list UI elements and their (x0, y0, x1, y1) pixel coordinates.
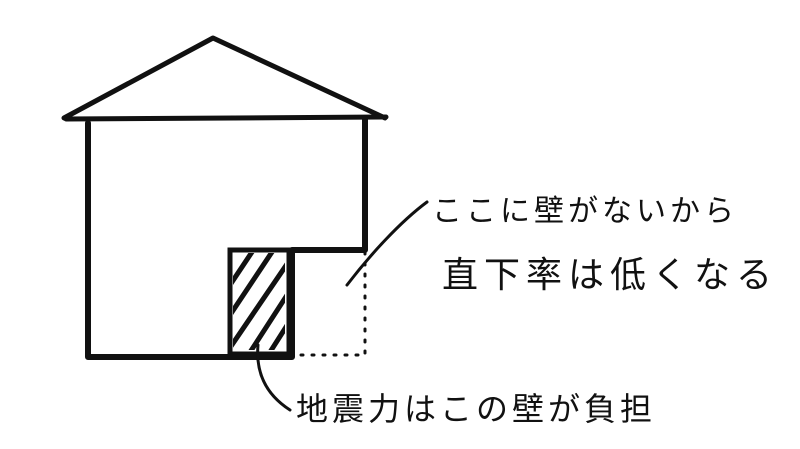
annotation-bottom: 地震力はこの壁が負担 (296, 390, 657, 428)
wall-hatching (233, 253, 285, 350)
annotation-top-line1: ここに壁がないから (432, 194, 738, 229)
eave-line (63, 114, 389, 122)
bearing-wall (227, 247, 292, 357)
leader-line-bottom (256, 343, 292, 412)
annotation-top-line2: 直下率は低くなる (442, 255, 779, 296)
roof-outline (61, 35, 388, 121)
house-outline (85, 115, 368, 360)
leader-line-top (345, 200, 429, 287)
missing-wall-dotted (292, 250, 367, 357)
